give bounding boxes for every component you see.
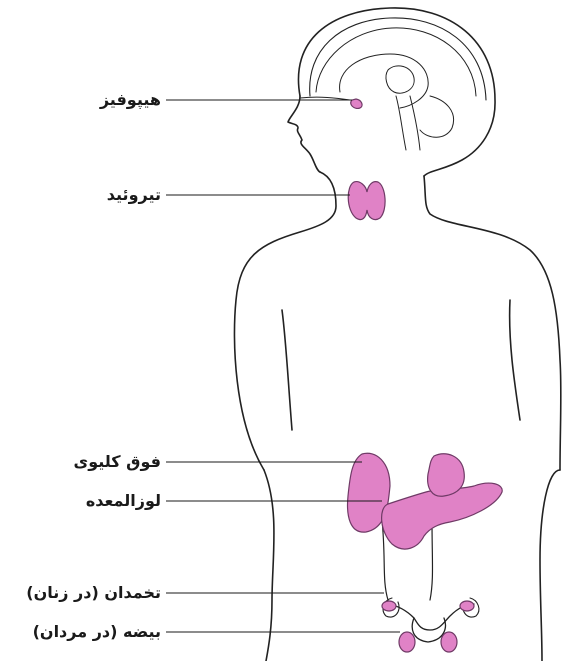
label-ovary: تخمدان (در زنان) <box>26 583 161 602</box>
thyroid-gland <box>348 182 385 220</box>
ovary-left <box>382 601 396 611</box>
label-testis: بیضه (در مردان) <box>33 622 161 641</box>
label-pancreas: لوزالمعده <box>86 491 161 510</box>
label-adrenal: فوق کلیوی <box>74 452 161 471</box>
body-outline <box>234 8 560 661</box>
leader-lines <box>166 100 400 632</box>
ovary-right <box>460 601 474 611</box>
adrenal-gland-right <box>428 454 465 497</box>
testis-right <box>441 632 457 652</box>
label-thyroid: تیروئید <box>107 185 161 204</box>
pituitary-gland <box>351 99 362 108</box>
label-pituitary: هیپوفیز <box>100 90 161 109</box>
testis-left <box>399 632 415 652</box>
